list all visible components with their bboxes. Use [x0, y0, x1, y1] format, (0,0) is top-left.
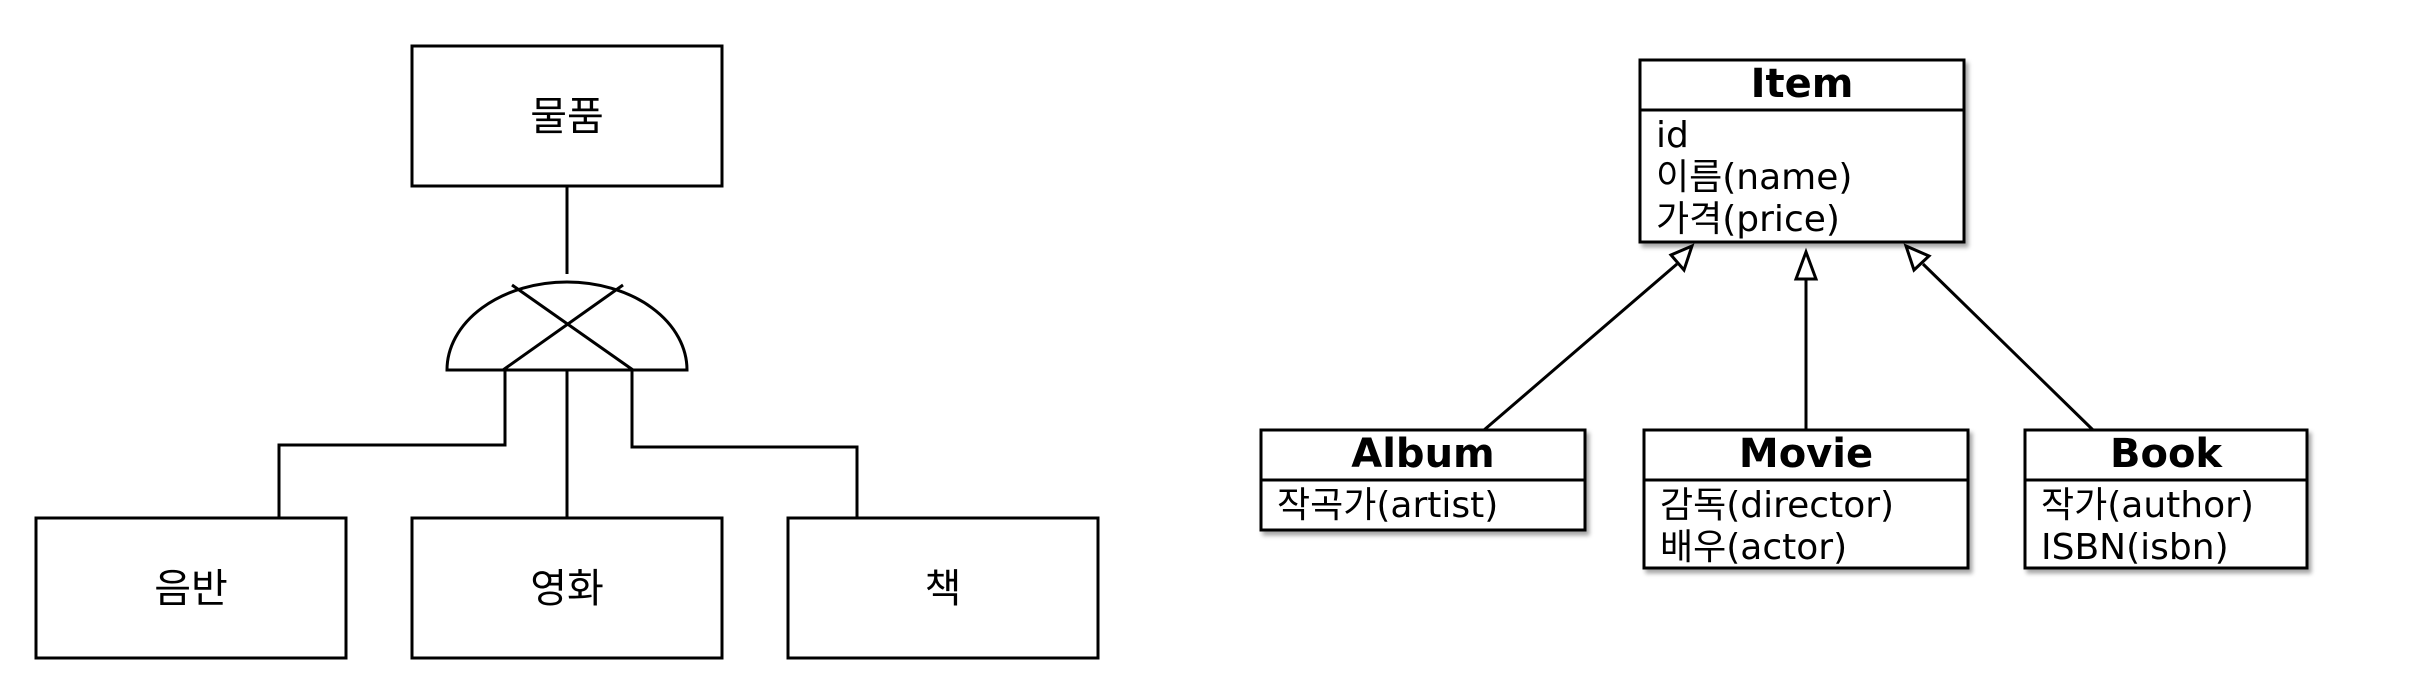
- class-name: Item: [1751, 61, 1854, 107]
- class-name: Movie: [1739, 431, 1873, 477]
- class-box-movie: [1642, 428, 1970, 570]
- er-child-label: 영화: [530, 566, 604, 612]
- class-attribute: 이름(name): [1656, 157, 1852, 198]
- er-child-box: 책: [786, 516, 1100, 660]
- er-parent-label: 물품: [530, 94, 604, 140]
- er-diagram: 물품 음반 영화 책: [34, 44, 1100, 660]
- er-child-box: 음반: [34, 516, 348, 660]
- class-name: Album: [1351, 431, 1494, 477]
- class-attribute: id: [1656, 115, 1689, 156]
- class-attribute: 배우(actor): [1660, 527, 1847, 568]
- er-child-connectors: [277, 370, 859, 518]
- inheritance-arrow-icon: [1668, 243, 1932, 281]
- exclusive-subtype-symbol: [445, 280, 689, 372]
- class-attribute: ISBN(isbn): [2041, 527, 2229, 568]
- class-attribute: 작가(author): [2041, 485, 2254, 526]
- er-child-box: 영화: [410, 516, 724, 660]
- class-attribute: 감독(director): [1660, 485, 1894, 526]
- er-parent-box: 물품: [410, 44, 724, 188]
- class-attribute: 작곡가(artist): [1277, 485, 1498, 526]
- er-child-label: 음반: [154, 566, 228, 612]
- class-box-book: [2023, 428, 2309, 570]
- inheritance-lines: [1483, 262, 2095, 432]
- class-name: Book: [2110, 431, 2223, 477]
- class-diagram: Item id 이름(name) 가격(price) Album 작곡가(art…: [1259, 58, 2309, 570]
- class-attribute: 가격(price): [1656, 199, 1840, 240]
- class-box-album: [1259, 428, 1587, 532]
- er-child-label: 책: [925, 566, 962, 612]
- class-box-item: [1638, 58, 1966, 244]
